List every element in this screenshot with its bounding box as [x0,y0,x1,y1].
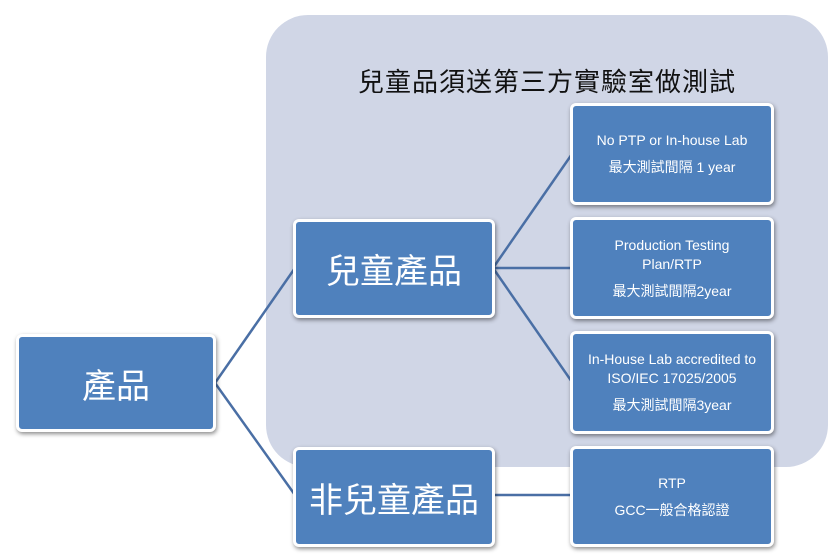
option-box-no-ptp: No PTP or In-house Lab 最大測試間隔 1 year [570,103,774,205]
connector-child-to-option1 [491,153,574,269]
option-3-line1: In-House Lab accredited to [587,351,757,367]
root-node-label: 產品 [82,366,150,407]
non-child-option-line1: RTP [658,474,686,491]
non-child-option-line2: GCC一般合格認證 [614,501,730,518]
option-2-note: 最大測試間隔2year [612,282,732,299]
panel-title: 兒童品須送第三方實驗室做測試 [357,68,736,98]
child-products-node: 兒童產品 [293,219,495,318]
option-2-line2: Plan/RTP [642,255,702,272]
option-3-note: 最大測試間隔3year [612,397,732,413]
root-node-products: 產品 [16,334,216,432]
option-box-rtp-gcc: RTP GCC一般合格認證 [570,446,774,547]
non-child-products-node: 非兒童產品 [293,447,495,547]
connector-root-to-child [213,267,297,384]
child-products-label: 兒童產品 [326,252,462,292]
option-1-line1: No PTP or In-house Lab [596,132,748,148]
option-box-production-testing: Production Testing Plan/RTP 最大測試間隔2year [570,217,774,319]
option-3-line2: ISO/IEC 17025/2005 [607,370,737,386]
option-1-note: 最大測試間隔 1 year [608,159,736,175]
option-box-inhouse-lab: In-House Lab accredited to ISO/IEC 17025… [570,331,774,434]
connector-root-to-nonchild [213,382,297,496]
option-2-line1: Production Testing [614,236,730,253]
non-child-products-label: 非兒童產品 [309,480,479,521]
connector-child-to-option3 [491,267,574,383]
